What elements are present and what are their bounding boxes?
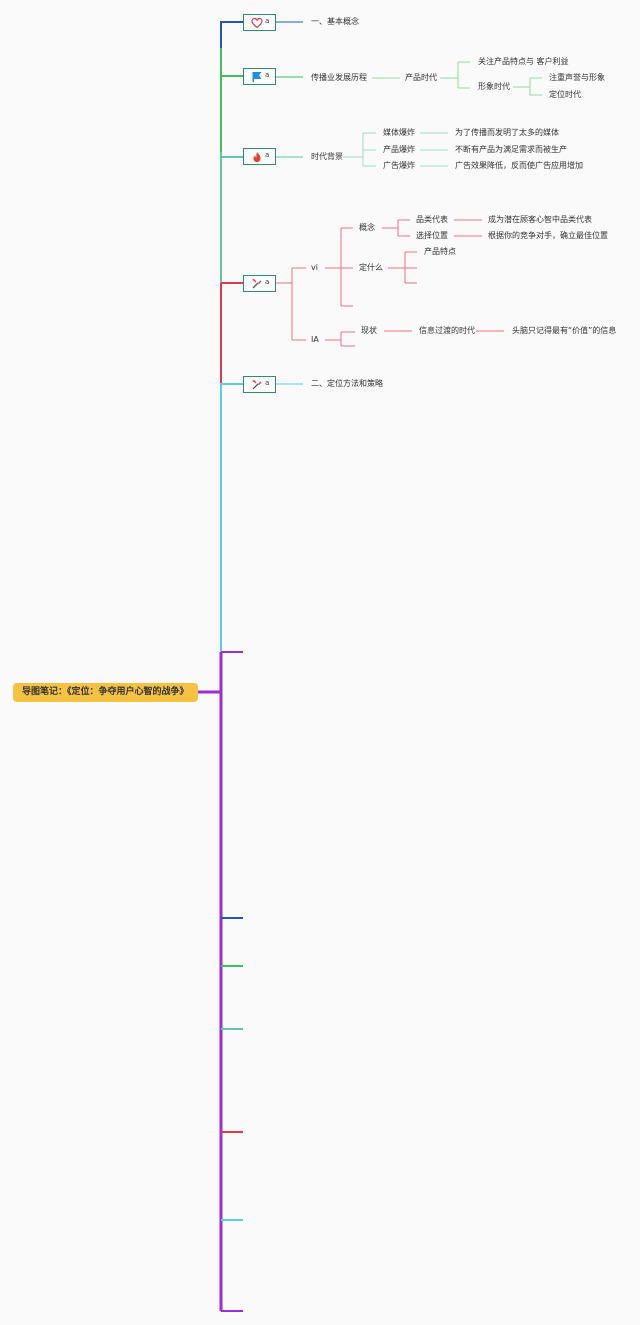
node-product-features[interactable]: 关注产品特点与 客户利益 [478,57,569,66]
background-lines [343,132,448,167]
box-abbr: a [265,71,270,79]
node-image-era[interactable]: 形象时代 [478,82,510,91]
tools-icon [252,278,262,289]
node-vi[interactable]: vi [311,263,318,272]
node-status[interactable]: 现状 [361,326,377,335]
topic-basic-concepts[interactable]: 一、基本概念 [311,17,359,26]
node-choose-position[interactable]: 选择位置 [416,231,448,240]
root-topic[interactable]: 导图笔记：《定位：争夺用户心智的战争》 [13,683,198,702]
topic-background[interactable]: 时代背景 [311,152,343,161]
tools-icon [252,379,262,390]
topic-box-basic[interactable]: a [243,14,276,31]
spine-lines [190,21,243,1312]
note-ad-explosion[interactable]: 广告效果降低，反而使广告应用增加 [455,161,583,170]
box-connectors [276,21,303,385]
node-product-era[interactable]: 产品时代 [405,73,437,82]
history-lines [372,61,542,96]
box-abbr: a [265,151,270,159]
topic-box-strategy[interactable]: a [243,376,276,393]
node-reputation[interactable]: 注重声誉与形象 [549,73,605,82]
topic-box-history[interactable]: a [243,68,276,85]
box-abbr: a [265,379,270,387]
topic-box-background[interactable]: a [243,148,276,165]
note-media-explosion[interactable]: 为了传播而发明了太多的媒体 [455,128,559,137]
box-abbr: a [265,278,270,286]
node-media-explosion[interactable]: 媒体爆炸 [383,128,415,137]
topic-strategy[interactable]: 二、定位方法和策略 [311,379,383,388]
topic-box-positioning[interactable]: a [243,275,276,292]
node-positioning-era[interactable]: 定位时代 [549,90,581,99]
node-category-rep[interactable]: 品类代表 [416,215,448,224]
note-product-explosion[interactable]: 不断有产品为满足需求而被生产 [455,145,567,154]
node-ia[interactable]: IA [311,335,319,344]
node-info-era[interactable]: 信息过渡的时代 [419,326,475,335]
box-abbr: a [265,17,270,25]
positioning-lines [276,219,504,347]
note-category-rep[interactable]: 成为潜在顾客心智中品类代表 [488,215,592,224]
topic-history[interactable]: 传播业发展历程 [311,73,367,82]
flag-icon [252,72,262,82]
note-info-era[interactable]: 头脑只记得最有“价值”的信息 [512,326,617,335]
node-concept[interactable]: 概念 [359,223,375,232]
flame-icon [253,152,261,162]
node-product-explosion[interactable]: 产品爆炸 [383,145,415,154]
node-product-traits[interactable]: 产品特点 [424,247,456,256]
note-choose-position[interactable]: 根据你的竞争对手，确立最佳位置 [488,231,608,240]
node-ad-explosion[interactable]: 广告爆炸 [383,161,415,170]
node-what-to-position[interactable]: 定什么 [359,263,383,272]
heart-icon [251,17,263,29]
